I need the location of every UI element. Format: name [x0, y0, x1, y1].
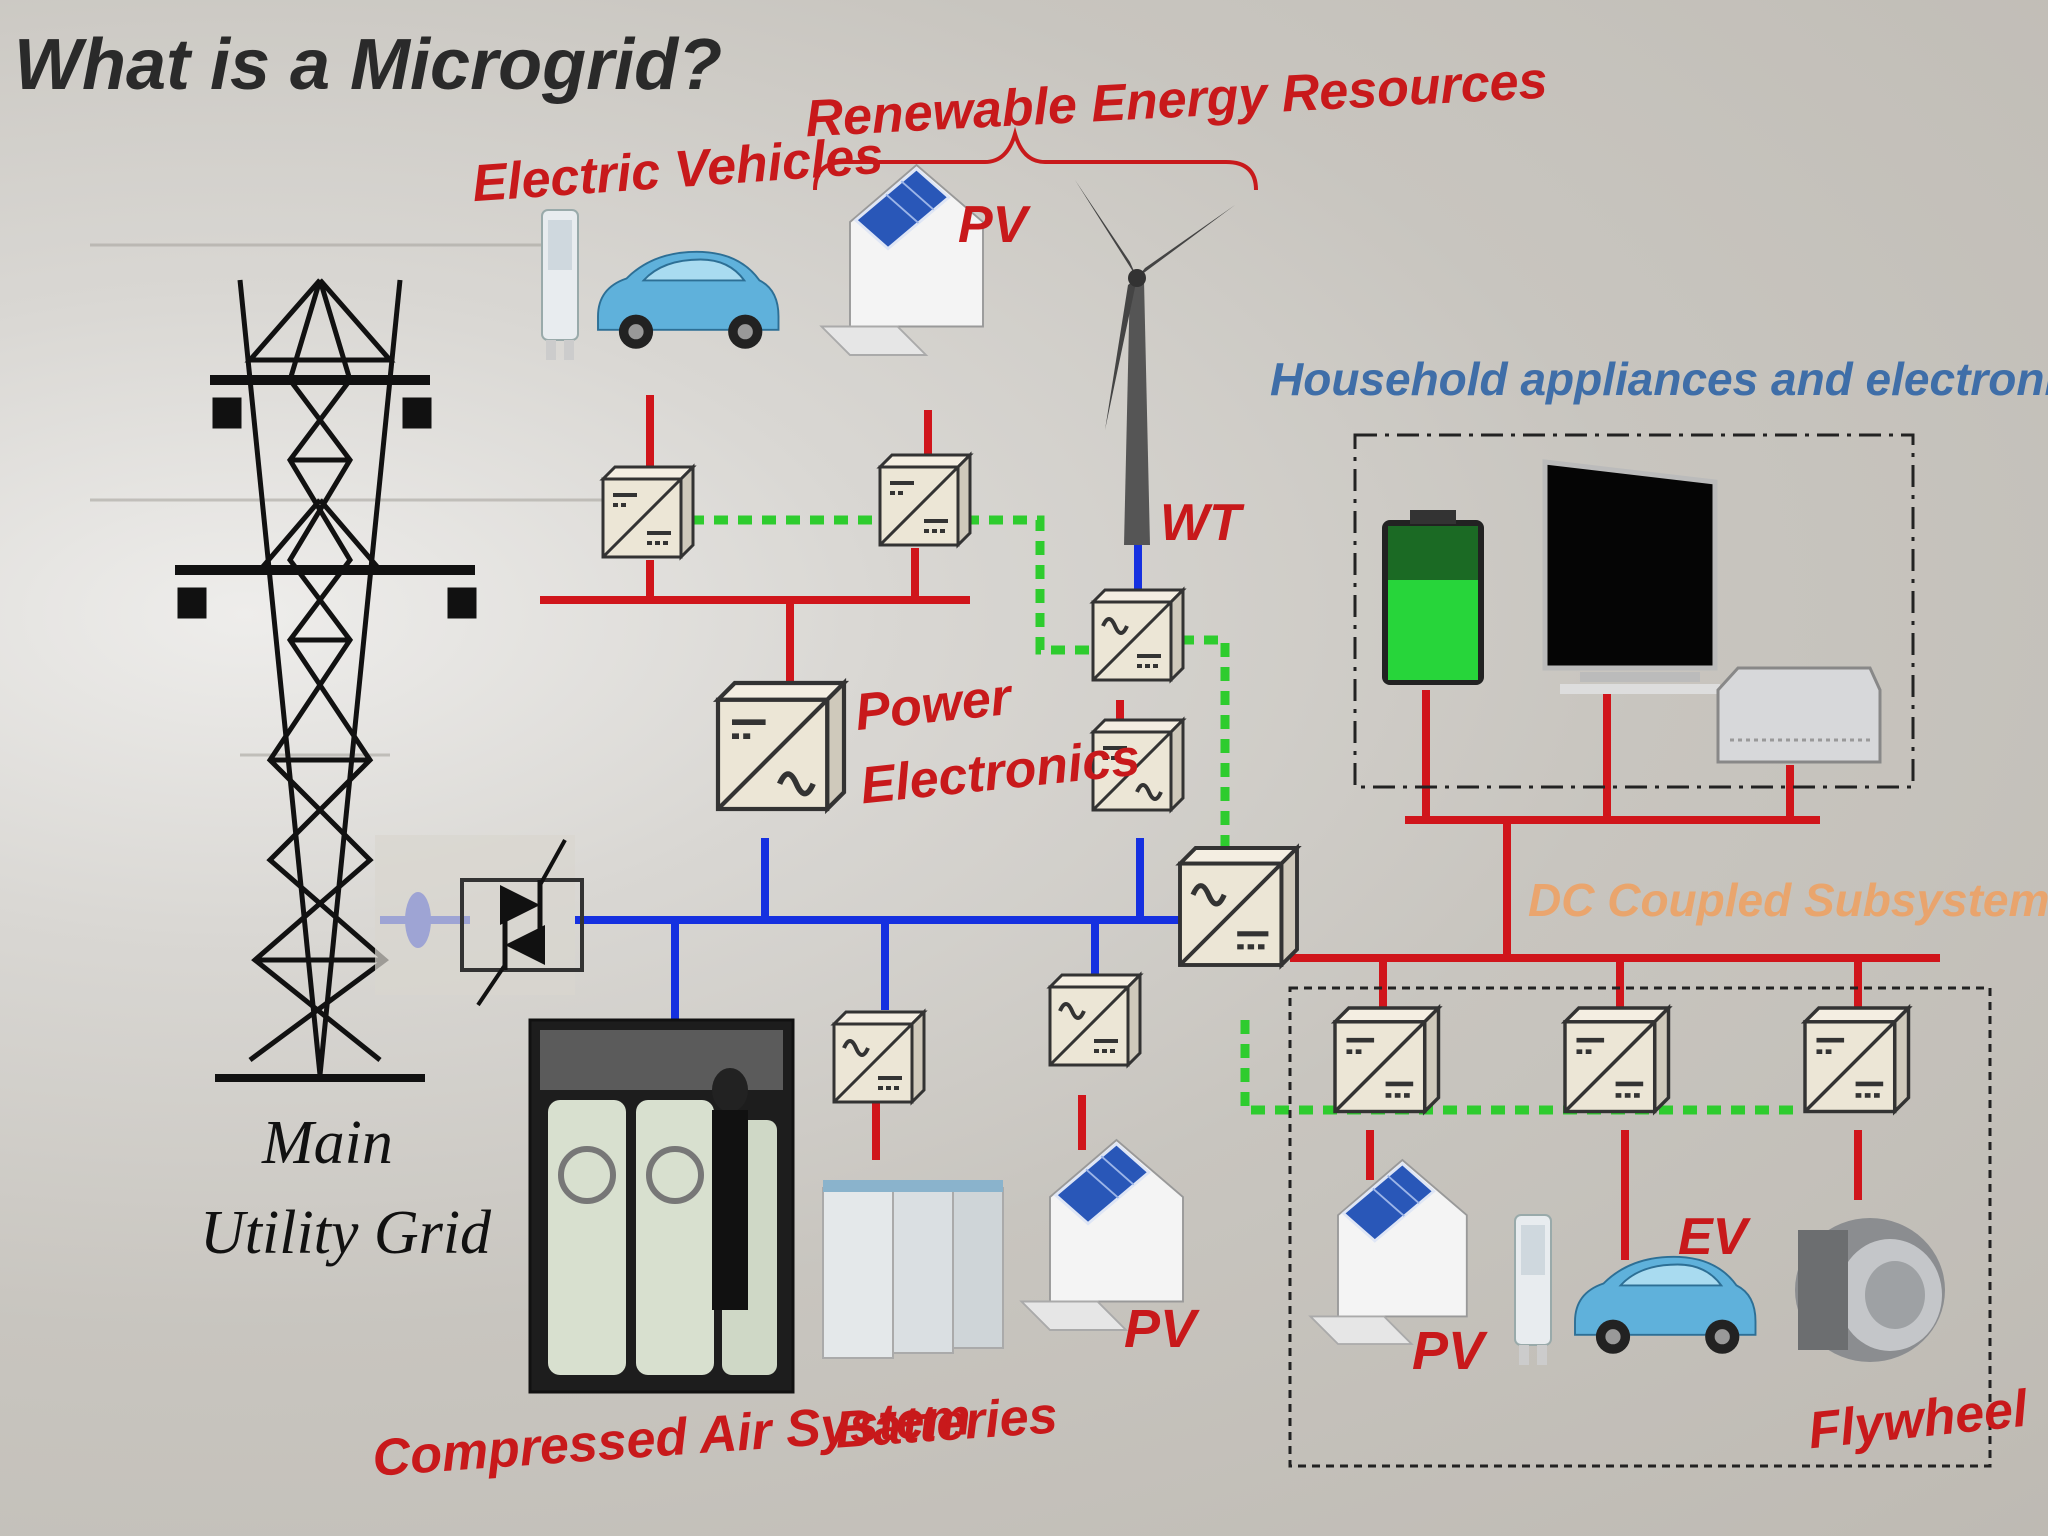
- main-grid-label-1: Main: [262, 1109, 393, 1177]
- wt-label: WT: [1160, 494, 1241, 552]
- router-icon: [1716, 666, 1882, 764]
- dc-subsystem-box: [1288, 986, 1992, 1468]
- flywheel-converter-icon: [1805, 1008, 1909, 1112]
- wt-converter-icon: [1091, 588, 1185, 682]
- ev-dc-converter-icon: [1565, 1008, 1669, 1112]
- household-label: Household appliances and electronics: [1270, 353, 2048, 405]
- house-pv-icon: [820, 163, 985, 357]
- thyristor-switch-icon: [375, 835, 584, 1007]
- wind-turbine-icon: [1075, 180, 1235, 545]
- battery-icon: [1382, 510, 1484, 685]
- batteries-icon: [822, 1180, 1004, 1359]
- pv-mid-converter-icon: [1048, 973, 1142, 1067]
- pv-bottom-label: PV: [1412, 1321, 1485, 1381]
- tv-icon: [1542, 459, 1720, 694]
- ev-converter-icon: [601, 465, 695, 559]
- renewable-bracket: [813, 126, 1258, 191]
- main-inverter-icon: [718, 683, 844, 809]
- page-title: What is a Microgrid?: [14, 25, 723, 105]
- transmission-tower-icon: [175, 278, 477, 1082]
- dc-ac-interface-icon: [1180, 848, 1297, 965]
- house-pv-bottom-icon: [1309, 1158, 1469, 1346]
- ev-bottom-label: EV: [1678, 1208, 1748, 1266]
- electric-car-icon: [597, 250, 780, 350]
- compressed-air-icon: [528, 1018, 795, 1394]
- dc-coupled-label: DC Coupled Subsystem: [1528, 874, 2048, 926]
- battery-converter-icon: [832, 1010, 926, 1104]
- pv-top-label: PV: [958, 196, 1028, 254]
- ev-charger-icon: [541, 209, 579, 361]
- household-box: [1353, 433, 1915, 789]
- ev-charger-bottom-icon: [1514, 1214, 1552, 1366]
- main-grid-label-2: Utility Grid: [200, 1199, 492, 1267]
- electric-car-bottom-icon: [1574, 1255, 1757, 1355]
- flywheel-icon: [1795, 1218, 1945, 1362]
- pv-mid-label: PV: [1124, 1299, 1197, 1359]
- pv-dc-converter-icon: [1335, 1008, 1439, 1112]
- pv-converter-icon: [878, 453, 972, 547]
